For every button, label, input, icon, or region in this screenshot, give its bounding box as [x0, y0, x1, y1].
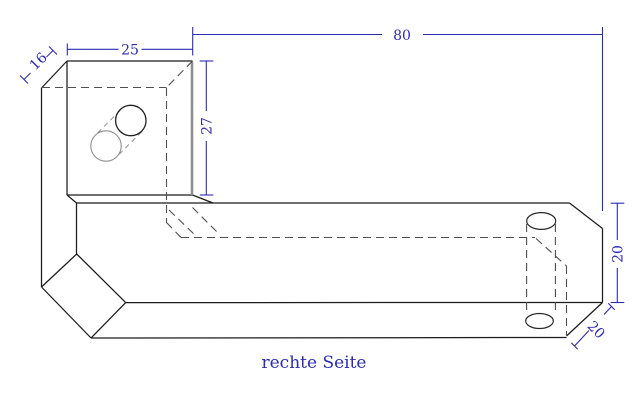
dim-label-bar-depth: 20 [584, 318, 608, 342]
edge-line [90, 336, 567, 339]
dimension-line [603, 306, 612, 315]
edge-line [192, 207, 218, 233]
view-caption: rechte Seite [261, 353, 367, 373]
edge-line [569, 202, 603, 229]
dim-label-bar-height: 20 [610, 245, 626, 263]
dimension-labels: 80 25 27 16 20 20 [27, 28, 627, 342]
hidden-hole-tangent-edges [94, 109, 143, 158]
edge-line [41, 253, 78, 288]
edge-line [535, 238, 567, 267]
dimension-line [574, 330, 590, 347]
edge-line [116, 131, 143, 158]
edge-line [166, 60, 193, 88]
edge-line [90, 302, 127, 339]
hidden-edges [42, 60, 568, 335]
edge-line [168, 209, 197, 237]
bottom-face-hole-ellipse [525, 312, 554, 330]
edge-line [192, 194, 214, 204]
edge-line [41, 286, 92, 339]
dimension-line [48, 46, 58, 55]
edge-line [166, 222, 182, 238]
top-face-hole-ellipse [526, 212, 557, 231]
front-hole-circle [114, 104, 147, 137]
dimension-line [23, 72, 31, 80]
dimension-line [570, 342, 579, 350]
hole-features [90, 104, 557, 330]
dim-label-block-depth: 16 [27, 50, 51, 74]
back-hole-circle [90, 130, 122, 162]
dimension-lines [19, 27, 625, 350]
edge-line [94, 109, 121, 136]
edge-line [566, 302, 603, 337]
visible-edges [40, 60, 604, 339]
edge-line [76, 253, 127, 304]
dim-label-block-width: 25 [121, 43, 139, 59]
edge-line [41, 60, 68, 88]
dimension-line [607, 302, 616, 311]
dimension-line [46, 50, 54, 58]
dim-label-block-height: 27 [199, 117, 215, 135]
dimension-line [19, 75, 29, 84]
dim-label-bar-length: 80 [393, 28, 411, 44]
edge-line [66, 194, 77, 204]
